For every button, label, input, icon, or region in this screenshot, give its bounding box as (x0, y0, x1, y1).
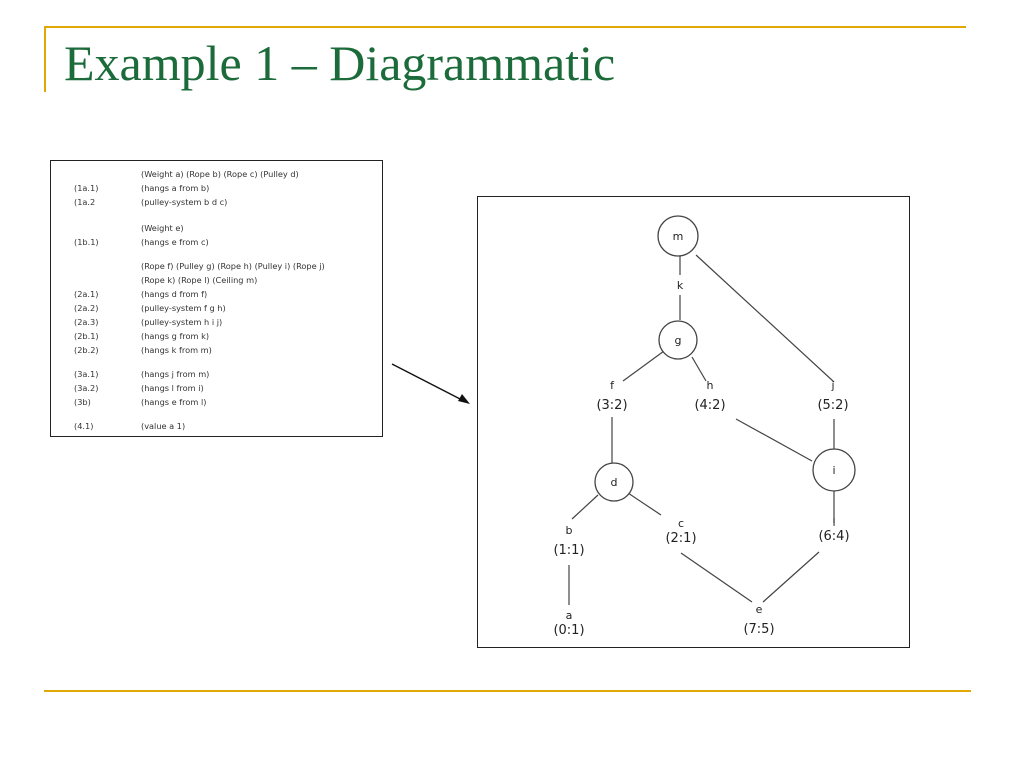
edge-h-i (735, 418, 813, 462)
weight-e-label: e (756, 603, 763, 616)
arrow-head (458, 394, 470, 404)
line-statement: (pulley-system f g h) (141, 303, 226, 313)
line-label: (2a.1) (74, 289, 99, 299)
edge-g-f (622, 350, 665, 382)
rope-j-label: j (830, 379, 834, 392)
edge-d-b (571, 494, 599, 520)
line-statement: (Weight a) (Rope b) (Rope c) (Pulley d) (141, 169, 299, 179)
pulley-diagram: m g d i k f h j b c l a e (3:2) (4:2) (5… (553, 215, 856, 638)
line-statement: (hangs l from i) (141, 383, 204, 393)
line-label: (2b.1) (74, 331, 99, 341)
rope-j-value: (5:2) (817, 398, 848, 413)
predicate-text-panel: (Weight a) (Rope b) (Rope c) (Pulley d) … (50, 160, 383, 437)
edge-m-j (695, 254, 835, 383)
line-label: (2b.2) (74, 345, 99, 355)
rope-b-value: (1:1) (553, 543, 584, 558)
line-label: (1b.1) (74, 237, 99, 247)
line-label: (3a.2) (74, 383, 99, 393)
line-label: (3a.1) (74, 369, 99, 379)
pointer-arrow (391, 363, 470, 404)
rope-l-value: (6:4) (818, 529, 849, 544)
rope-c-label: c (678, 517, 684, 530)
node-circle-g (658, 320, 698, 360)
line-statement: (pulley-system h i j) (141, 317, 223, 327)
line-statement: (hangs e from l) (141, 397, 207, 407)
node-circle-d (594, 462, 634, 502)
rope-k-label: k (677, 279, 684, 292)
line-label: (1a.1) (74, 183, 99, 193)
node-circle-m (657, 215, 699, 257)
accent-vertical-line (44, 26, 46, 92)
line-label: (3b) (74, 397, 91, 407)
line-statement: (hangs e from c) (141, 237, 209, 247)
line-label: (2a.2) (74, 303, 99, 313)
arrow-shaft (391, 363, 465, 402)
rope-c-value: (2:1) (665, 531, 696, 546)
rope-b-label: b (566, 524, 573, 537)
rope-h-value: (4:2) (694, 398, 725, 413)
weight-a-label: a (566, 609, 573, 622)
edge-g-h (691, 356, 707, 382)
line-statement: (hangs g from k) (141, 331, 210, 341)
rope-l-label: l (832, 516, 835, 529)
line-label: (1a.2 (74, 197, 96, 207)
edge-d-c (627, 492, 662, 516)
rope-h-label: h (707, 379, 714, 392)
slide-title: Example 1 – Diagrammatic (64, 35, 616, 91)
edge-l-e (762, 551, 820, 603)
edge-c-e (680, 552, 753, 603)
line-label: (4.1) (74, 421, 94, 431)
rope-f-value: (3:2) (596, 398, 627, 413)
accent-top-rule (44, 26, 966, 28)
node-circle-i (812, 448, 856, 492)
node-i-label: i (832, 464, 835, 477)
line-statement: (value a 1) (141, 421, 186, 431)
rope-f-label: f (610, 379, 615, 392)
line-statement: (Rope k) (Rope l) (Ceiling m) (141, 275, 258, 285)
line-statement: (hangs k from m) (141, 345, 212, 355)
node-g-label: g (675, 334, 682, 347)
pulley-diagram-panel: m g d i k f h j b c l a e (3:2) (4:2) (5… (477, 196, 910, 648)
line-statement: (hangs a from b) (141, 183, 210, 193)
line-label: (2a.3) (74, 317, 99, 327)
weight-e-value: (7:5) (743, 622, 774, 637)
accent-bottom-rule (44, 690, 971, 692)
line-statement: (Rope f) (Pulley g) (Rope h) (Pulley i) … (141, 261, 325, 271)
line-statement: (Weight e) (141, 223, 184, 233)
node-m-label: m (673, 230, 684, 243)
line-statement: (hangs d from f) (141, 289, 208, 299)
node-d-label: d (611, 476, 618, 489)
line-statement: (pulley-system b d c) (141, 197, 228, 207)
line-statement: (hangs j from m) (141, 369, 210, 379)
weight-a-value: (0:1) (553, 623, 584, 638)
